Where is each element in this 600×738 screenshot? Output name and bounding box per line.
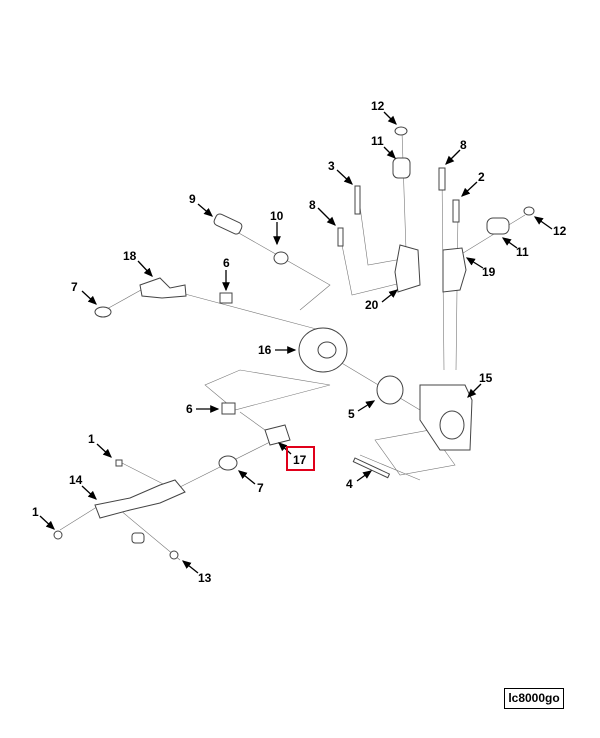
assembly-lines (59, 131, 526, 561)
callout-19[interactable]: 19 (482, 265, 496, 279)
callout-7-left[interactable]: 7 (71, 280, 78, 294)
callout-20[interactable]: 20 (365, 298, 379, 312)
part-4 (352, 457, 391, 479)
part-5 (376, 375, 404, 405)
callout-11-top[interactable]: 11 (371, 134, 384, 148)
part-7-left (94, 306, 112, 318)
callout-12-right[interactable]: 12 (553, 224, 567, 238)
callout-2[interactable]: 2 (478, 170, 485, 184)
part-9 (213, 213, 243, 235)
reference-code: lc8000go (504, 688, 564, 709)
callout-13[interactable]: 13 (198, 571, 212, 585)
callout-14[interactable]: 14 (69, 473, 83, 487)
part-3 (354, 185, 361, 215)
part-8-top (438, 167, 446, 191)
part-2 (452, 199, 460, 223)
highlight-box-17 (286, 446, 315, 471)
part-1-upper (115, 459, 123, 467)
callout-8-left[interactable]: 8 (309, 198, 316, 212)
callout-9[interactable]: 9 (189, 192, 196, 206)
callout-17[interactable]: 17 (293, 453, 307, 467)
callout-11-right[interactable]: 11 (516, 245, 529, 259)
callout-1-upper[interactable]: 1 (88, 432, 95, 446)
part-6-upper (219, 292, 233, 304)
part-8-left (337, 227, 344, 247)
part-6-lower (221, 402, 236, 415)
part-13 (169, 550, 179, 560)
part-17 (264, 424, 291, 446)
callout-18[interactable]: 18 (123, 249, 137, 263)
callout-1-lower[interactable]: 1 (32, 505, 39, 519)
callout-6-upper[interactable]: 6 (223, 256, 230, 270)
callout-16[interactable]: 16 (258, 343, 272, 357)
callout-4[interactable]: 4 (346, 477, 353, 491)
callout-arrows (39, 111, 553, 574)
callout-15[interactable]: 15 (479, 371, 493, 385)
part-shapes (53, 126, 535, 560)
part-20 (394, 244, 421, 293)
part-7-lower (218, 455, 238, 471)
callout-10[interactable]: 10 (270, 209, 284, 223)
part-18 (139, 277, 187, 299)
part-12-top (394, 126, 408, 136)
part-14 (94, 479, 186, 519)
callout-7-lower[interactable]: 7 (257, 481, 264, 495)
callout-5[interactable]: 5 (348, 407, 355, 421)
part-1-lower (53, 530, 63, 540)
part-10 (273, 251, 289, 265)
callout-8-top[interactable]: 8 (460, 138, 467, 152)
callout-12-top[interactable]: 12 (371, 99, 385, 113)
callout-6-lower[interactable]: 6 (186, 402, 193, 416)
part-11-top (392, 157, 411, 179)
part-12-right (523, 206, 535, 216)
callout-labels: 12 11 8 3 2 8 12 11 19 20 9 10 18 6 7 16… (32, 99, 567, 585)
part-14-fitting (131, 532, 145, 544)
part-19 (442, 247, 467, 293)
part-11-right (486, 217, 510, 235)
callout-3[interactable]: 3 (328, 159, 335, 173)
